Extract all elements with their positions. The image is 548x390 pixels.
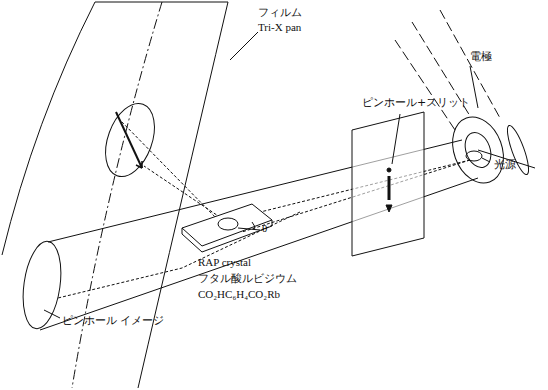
leader-line — [482, 158, 490, 162]
angle-label: θ — [262, 222, 267, 235]
leader-line — [230, 32, 258, 60]
crystal-name: フタル酸ルビジウム — [198, 272, 297, 285]
electrode-body — [395, 40, 455, 130]
film-edge — [138, 2, 228, 388]
crystal-spot — [218, 218, 238, 230]
electrode-label: 電極 — [470, 50, 492, 63]
source-label: 光源 — [494, 158, 516, 171]
rap-crystal — [182, 204, 272, 246]
leader-line — [44, 310, 60, 318]
ray — [58, 212, 300, 298]
crystal-label: RAP crystal — [198, 256, 251, 269]
rap-crystal — [182, 220, 272, 252]
film-edge — [2, 2, 95, 255]
pinhole-slit-label: ピンホール+スリット — [362, 96, 470, 109]
film-centerline — [72, 2, 162, 388]
image-arrow — [136, 161, 142, 168]
slit-arrow — [386, 205, 392, 212]
leader-line — [470, 66, 478, 108]
angle-line — [238, 228, 260, 230]
film-image — [96, 97, 163, 183]
pinhole-image-label: ピンホール イメージ — [62, 314, 165, 327]
leader-line — [392, 114, 400, 164]
slit — [388, 176, 391, 200]
film-type: Tri-X pan — [258, 21, 301, 34]
angle-arc — [252, 222, 255, 230]
pinhole — [387, 168, 391, 172]
light-source — [466, 151, 482, 161]
film-label: フィルム — [258, 6, 302, 19]
pinhole-plate — [352, 112, 424, 256]
crystal-formula: CO₂HC₆H₄CO₂Rb — [198, 288, 280, 301]
pinhole-image — [18, 239, 66, 331]
